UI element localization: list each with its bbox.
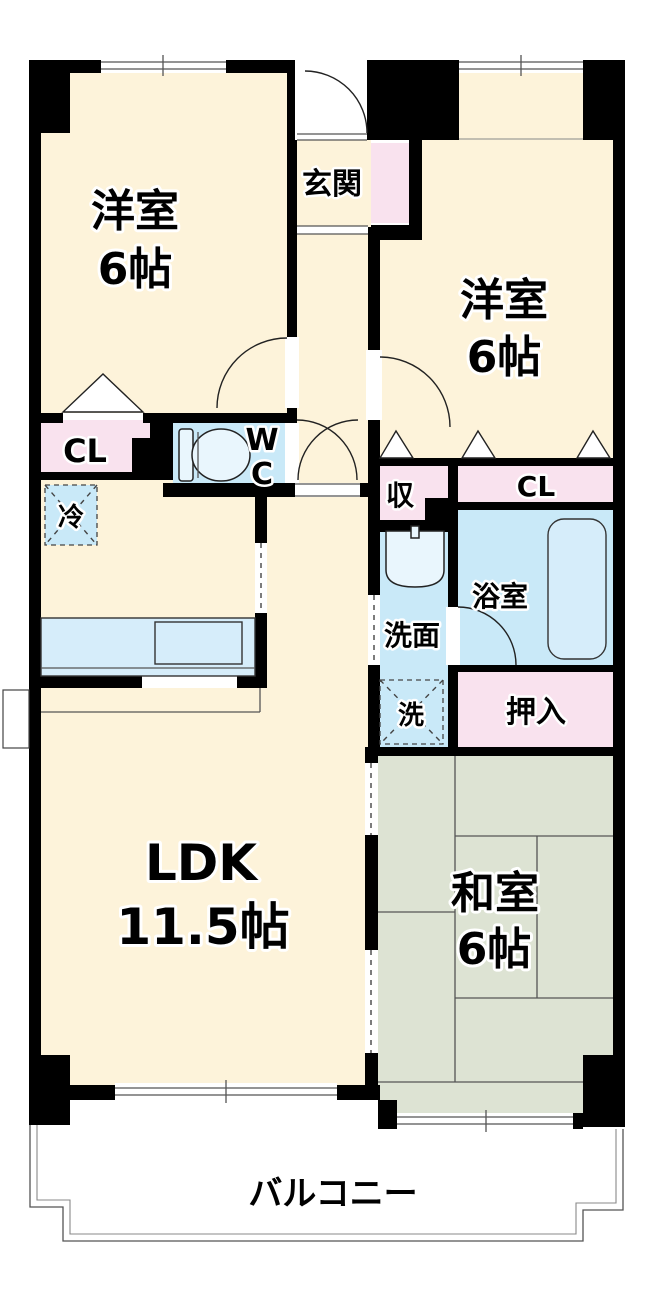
closet-east-label: CL [517, 470, 556, 503]
bathroom-label: 浴室 [472, 580, 528, 613]
western-room-1-label: 洋室 [91, 186, 179, 237]
japanese-room-floor [378, 756, 613, 1117]
outer-wall-left [29, 60, 41, 1055]
labels: 洋室 6帖 洋室 6帖 LDK 11.5帖 和室 6帖 玄関 CL CL W C… [55, 165, 568, 1215]
floor-areas [40, 62, 613, 1117]
outer-wall-right [613, 60, 625, 1055]
balcony-outline [29, 1125, 624, 1242]
toilet-label-w: W [245, 423, 278, 458]
washing-machine-label: 洗 [398, 701, 424, 731]
washing-machine-icon [379, 679, 444, 745]
bathroom-door-arc [457, 606, 517, 666]
kitchen-sink [154, 621, 243, 665]
window-west-room-2 [459, 55, 583, 76]
living-door-arc-right [297, 419, 359, 481]
window-ldk-balcony [115, 1080, 337, 1103]
western-room-2-size: 6帖 [467, 332, 542, 383]
closet-east-triangle-1 [460, 429, 497, 459]
toilet-label-c: C [251, 457, 273, 492]
oshiire-label: 押入 [506, 695, 566, 730]
kitchen-counter [40, 617, 256, 677]
ldk-label: LDK [145, 834, 259, 892]
shoe-cabinet [371, 143, 409, 223]
fixtures [40, 373, 612, 745]
refrigerator-label: 冷 [58, 502, 84, 533]
exterior-pipe-space [2, 689, 30, 749]
windows [2, 55, 583, 1132]
washroom-sliding-door [368, 595, 380, 665]
entrance-label: 玄関 [302, 167, 362, 202]
western-room-2-floor [378, 140, 613, 458]
storage-label: 収 [386, 479, 415, 512]
west-room-1-door-arc [216, 337, 288, 409]
storage-triangle [378, 429, 415, 459]
closet-east-floor [458, 466, 613, 502]
west-room-2-door-arc [379, 356, 451, 428]
entrance-step [297, 225, 368, 235]
bathtub-icon [547, 518, 607, 660]
refrigerator-icon [44, 484, 98, 546]
window-west-room-1 [101, 55, 226, 76]
toilet-door-opening [285, 423, 299, 483]
tatami-lines [378, 756, 613, 1083]
living-double-door [295, 419, 360, 497]
washroom-label: 洗面 [384, 619, 440, 652]
bathroom-door [446, 606, 517, 666]
west-room-1-door [216, 337, 299, 409]
western-room-1-size: 6帖 [98, 244, 173, 295]
closet-door-triangles [61, 373, 612, 459]
western-room-2-window-alcove [459, 73, 583, 140]
closet-west-triangle [61, 373, 145, 413]
western-room-1-floor [41, 62, 287, 413]
window-japanese-room-balcony [397, 1110, 573, 1132]
closet-east-triangle-2 [575, 429, 612, 459]
living-door-arc-left [296, 419, 358, 481]
oshiire-floor [458, 672, 613, 747]
ldk-size: 11.5帖 [116, 898, 289, 956]
entrance-hall-floor [297, 140, 371, 488]
west-room-2-door [366, 350, 451, 428]
sink-icon [385, 525, 445, 588]
kitchen-wall-opening [142, 676, 237, 688]
japanese-room-sliding-doors [365, 763, 378, 1053]
toilet-icon [178, 428, 251, 482]
japanese-room-label: 和室 [451, 868, 539, 919]
closet-west-label: CL [63, 432, 107, 470]
kitchen-sliding-door [255, 543, 267, 613]
closet-west-floor [40, 420, 150, 472]
japanese-room-size: 6帖 [457, 924, 532, 975]
ldk-floor [41, 480, 368, 1085]
entrance-door [295, 60, 368, 141]
entrance-door-arc [304, 70, 368, 134]
balcony-label: バルコニー [248, 1174, 417, 1214]
western-room-2-label: 洋室 [460, 275, 548, 326]
doors [142, 60, 517, 1053]
